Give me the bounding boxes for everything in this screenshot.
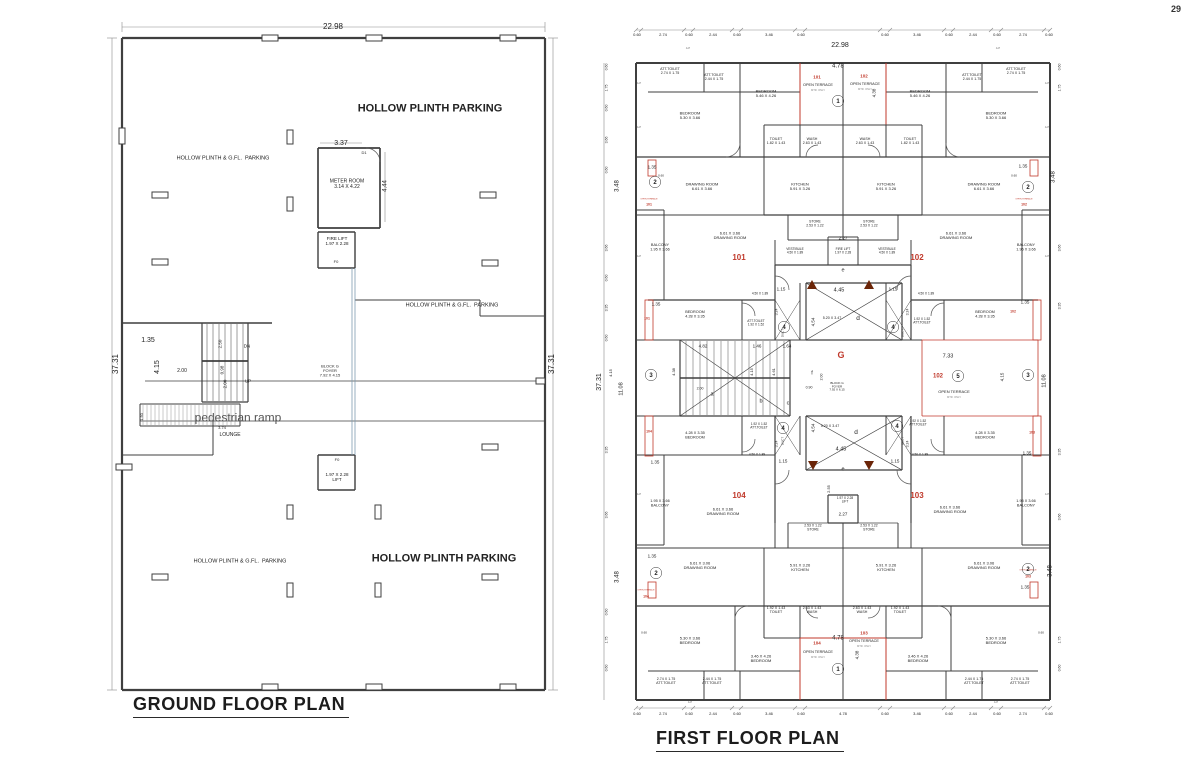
page-number: 29 bbox=[1170, 4, 1181, 14]
ground-floor-title: GROUND FLOOR PLAN bbox=[133, 694, 350, 718]
first-floor-title: FIRST FLOOR PLAN bbox=[656, 728, 844, 752]
